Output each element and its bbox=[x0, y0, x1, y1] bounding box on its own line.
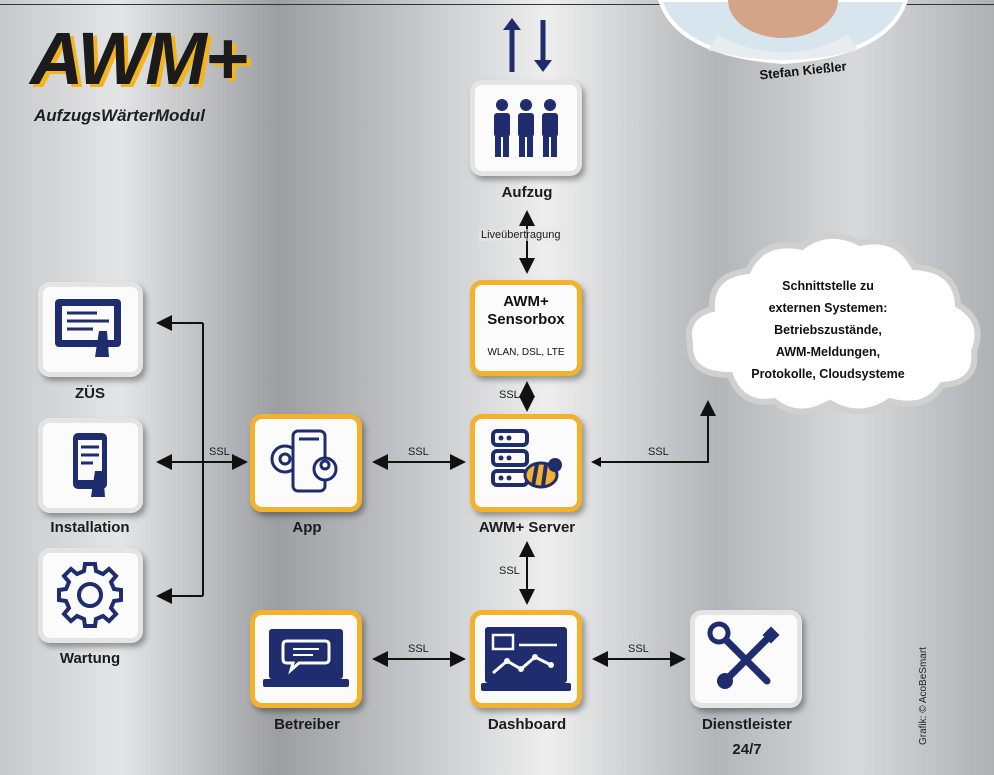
edge-label-ssl-sensorbox: SSL bbox=[499, 389, 520, 401]
app-phone-icon bbox=[270, 429, 338, 493]
image-credit: Grafik: © AcoBeSmart bbox=[918, 647, 929, 745]
dienstleister-label-1: Dienstleister bbox=[701, 716, 793, 733]
app-box bbox=[250, 414, 362, 512]
edge-label-ssl-betreiber: SSL bbox=[408, 643, 429, 655]
top-rule bbox=[0, 4, 994, 5]
betreiber-label: Betreiber bbox=[274, 716, 340, 733]
cloud-shape bbox=[686, 232, 981, 415]
cloud-line-5: Protokolle, Cloudsysteme bbox=[751, 367, 905, 381]
sensorbox-title-1: AWM+ bbox=[503, 293, 549, 310]
portrait-photo bbox=[657, 0, 909, 65]
elevator-people-icon bbox=[494, 99, 558, 157]
dashboard-chart-icon bbox=[481, 627, 571, 691]
installation-box bbox=[38, 418, 143, 513]
app-label: App bbox=[292, 519, 322, 536]
cloud-line-3: Betriebszustände, bbox=[774, 323, 882, 337]
aufzug-box bbox=[470, 80, 582, 176]
sensorbox-subtitle: WLAN, DSL, LTE bbox=[487, 347, 565, 358]
dienstleister-label-2: 24/7 bbox=[732, 741, 762, 758]
cloud-text: Schnittstelle zu externen Systemen: Betr… bbox=[718, 275, 938, 385]
zues-label: ZÜS bbox=[75, 385, 105, 402]
server-label: AWM+ Server bbox=[478, 519, 576, 536]
server-box bbox=[470, 414, 582, 512]
sensorbox-title-2: Sensorbox bbox=[487, 311, 565, 328]
tablet-touch-icon bbox=[55, 299, 121, 357]
phone-touch-icon bbox=[73, 433, 107, 497]
installation-label: Installation bbox=[50, 519, 130, 536]
edge-label-ssl-cloud: SSL bbox=[648, 446, 669, 458]
edge-label-ssl-left: SSL bbox=[209, 446, 230, 458]
cloud-line-1: Schnittstelle zu bbox=[782, 279, 874, 293]
wartung-box bbox=[38, 548, 143, 643]
laptop-chat-icon bbox=[263, 629, 349, 687]
dashboard-label: Dashboard bbox=[487, 716, 567, 733]
wrench-screwdriver-icon bbox=[707, 621, 780, 689]
cloud-line-4: AWM-Meldungen, bbox=[775, 345, 881, 359]
wartung-label: Wartung bbox=[59, 650, 121, 667]
betreiber-box bbox=[250, 610, 362, 708]
server-bee-icon bbox=[491, 429, 562, 489]
edge-label-ssl-app: SSL bbox=[408, 446, 429, 458]
logo-title: AWM+ bbox=[30, 17, 248, 100]
edge-label-ssl-dienstleister: SSL bbox=[628, 643, 649, 655]
gear-icon bbox=[57, 562, 123, 628]
edge-label-live: Liveübertragung bbox=[479, 229, 563, 241]
sensorbox-box: AWM+ Sensorbox WLAN, DSL, LTE bbox=[470, 280, 582, 376]
logo-subtitle: AufzugsWärterModul bbox=[34, 106, 205, 125]
dashboard-box bbox=[470, 610, 582, 708]
aufzug-label: Aufzug bbox=[501, 184, 553, 201]
cloud-line-2: externen Systemen: bbox=[768, 301, 888, 315]
edge-label-ssl-dashboard: SSL bbox=[499, 565, 520, 577]
zues-box bbox=[38, 282, 143, 377]
dienstleister-box bbox=[690, 610, 802, 708]
